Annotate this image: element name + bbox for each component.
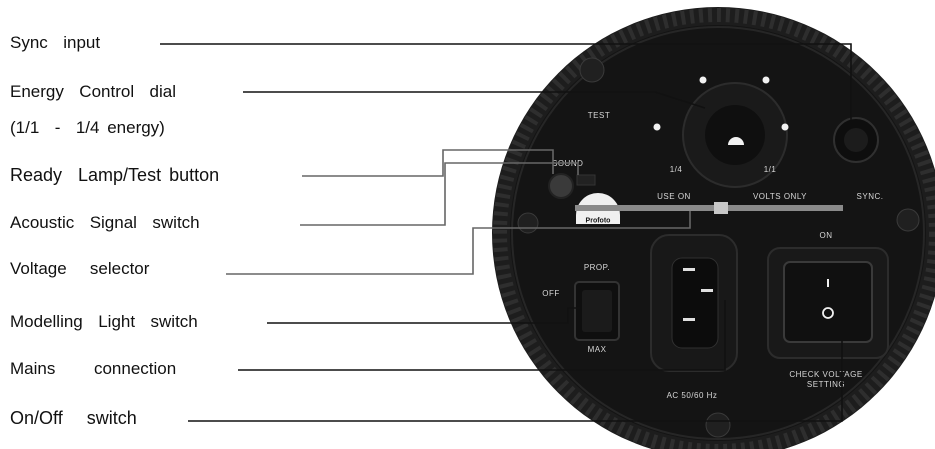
screw-right — [896, 208, 920, 232]
voltage-selector[interactable] — [575, 205, 843, 211]
energy-control-dial-label: Energy Control dial — [10, 82, 177, 101]
sync-input-label: Sync input — [10, 33, 101, 52]
quarter-energy-label: 1/4 — [670, 165, 683, 174]
screw-left — [517, 212, 539, 234]
setting-label: SETTING — [807, 380, 845, 389]
leader-ready-lamp — [302, 149, 554, 177]
mains-connection-label: Mains connection — [10, 359, 177, 378]
leader-modelling — [267, 307, 580, 324]
dial-pointer — [728, 137, 744, 145]
max-label: MAX — [588, 345, 607, 354]
brand-name: Profoto — [586, 218, 611, 225]
leader-voltage — [226, 211, 691, 275]
ac-rating-label: AC 50/60 Hz — [667, 391, 718, 400]
sound-switch[interactable] — [576, 174, 596, 186]
leader-acoustic — [300, 162, 579, 226]
screw-top — [579, 57, 605, 83]
leader-sync — [160, 43, 852, 120]
volts-only-label: VOLTS ONLY — [753, 192, 807, 201]
ready-lamp-test-button-label: Ready Lamp/Test button — [10, 165, 220, 185]
power-on-symbol — [827, 279, 829, 287]
energy-dot-1-1 — [781, 123, 789, 131]
leader-on-off — [188, 318, 843, 422]
mains-connection-socket[interactable] — [671, 257, 719, 349]
off-label: OFF — [542, 289, 560, 298]
leader-mains — [238, 300, 726, 371]
full-energy-label: 1/1 — [764, 165, 777, 174]
on-off-switch[interactable] — [783, 261, 873, 343]
on-off-switch-label: On/Off switch — [10, 408, 137, 428]
energy-dot-1-2 — [699, 76, 707, 84]
sync-label: SYNC. — [857, 192, 884, 201]
ready-lamp-test-button[interactable] — [548, 173, 574, 199]
voltage-selector-label: Voltage selector — [10, 259, 150, 278]
screw-bottom — [705, 412, 731, 438]
check-voltage-label: CHECK VOLTAGE — [789, 370, 862, 379]
leader-lines — [160, 43, 852, 422]
energy-range-label: (1/1 - 1/4 energy) — [10, 118, 165, 137]
modelling-light-switch-label: Modelling Light switch — [10, 312, 198, 331]
energy-dot-1-4 — [653, 123, 661, 131]
use-on-label: USE ON — [657, 192, 691, 201]
leader-energy-dial — [243, 91, 706, 109]
power-off-symbol — [822, 307, 834, 319]
acoustic-signal-switch-label: Acoustic Signal switch — [10, 213, 200, 232]
test-label: TEST — [588, 111, 610, 120]
prop-label: PROP. — [584, 263, 610, 272]
on-label: ON — [820, 231, 833, 240]
energy-dot-1-1-top — [762, 76, 770, 84]
